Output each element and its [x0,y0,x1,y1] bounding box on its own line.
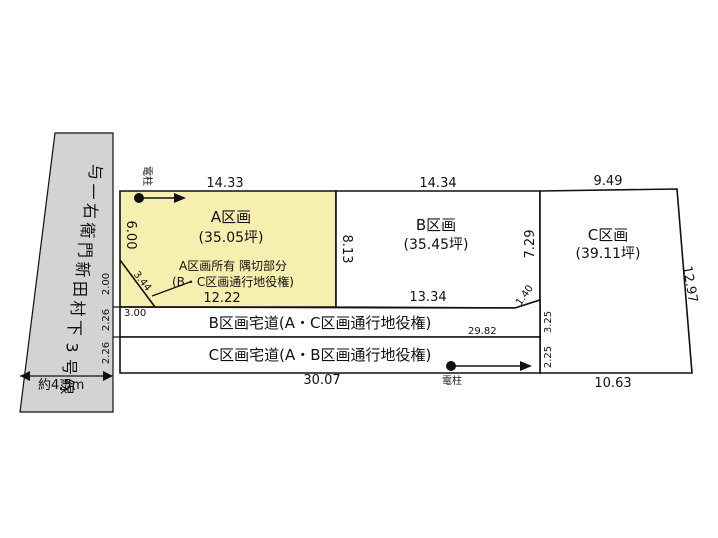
dim-top-a: 14.33 [206,176,243,191]
dim-driveway-start: 3.00 [124,308,146,319]
driveway-b [119,298,541,338]
dim-b-right: 7.29 [523,230,538,259]
dim-driveway-len: 29.82 [468,326,497,337]
dim-top-c: 9.49 [594,174,623,189]
driveway-b-label: B区画宅道(A・C区画通行地役権) [209,314,432,332]
public-road [19,132,114,413]
corner-cut-line [119,259,156,308]
corner-cut-leader [151,281,191,297]
lot-c-area: (39.11坪) [575,246,640,262]
road-name-char: 与 [86,164,105,180]
dim-c-right: 12.97 [679,265,700,304]
dim-right-low1: 3.25 [543,311,554,333]
dim-left-low: 2.26 [101,342,112,364]
utility-pole-bottom-label: 電柱 [442,374,462,387]
dim-left-mid: 2.26 [101,309,112,331]
road-name-char: 一 [83,183,102,199]
lot-c-name: C区画 [588,226,628,244]
road-name-char: 号 [60,359,79,375]
dim-a-left: 6.00 [123,221,138,250]
lot-b-area: (35.45坪) [403,237,468,253]
road-name-char: 線 [57,378,76,394]
road-width-label: 約4.5m [38,378,84,393]
lot-a-area: (35.05坪) [198,230,263,246]
road-name-char: 村 [68,300,87,316]
lot-b-name: B区画 [416,216,456,234]
road-name-char: 右 [81,203,100,219]
dim-a-right: 8.13 [339,235,354,264]
road-name-char: 衛 [78,222,97,238]
road-name-char: 下 [65,320,84,336]
dim-top-b: 14.34 [419,176,456,191]
road-name-char: 3 [63,342,82,352]
dim-bottom-total: 30.07 [303,373,340,388]
corner-cut-note-1: A区画所有 隅切部分 [179,258,287,273]
dim-a-bottom: 12.22 [203,291,240,306]
lot-a-name: A区画 [211,208,251,226]
driveway-c-label: C区画宅道(A・B区画通行地役権) [209,346,432,364]
driveway-c [119,336,541,374]
dim-b-bottom: 13.34 [409,290,446,305]
road-name-char: 田 [70,281,89,297]
lot-c [539,188,693,374]
road-name-char: 新 [73,261,92,277]
corner-cut-note-2: (B・C区画通行地役権) [172,274,294,289]
dim-right-low2: 2.25 [543,346,554,368]
utility-pole-top-label: 電柱 [141,166,154,186]
road-width-arrow [20,371,113,381]
dim-left-small: 2.00 [101,273,112,295]
road-name-char: 門 [76,242,95,258]
dim-bottom-c: 10.63 [594,376,631,391]
